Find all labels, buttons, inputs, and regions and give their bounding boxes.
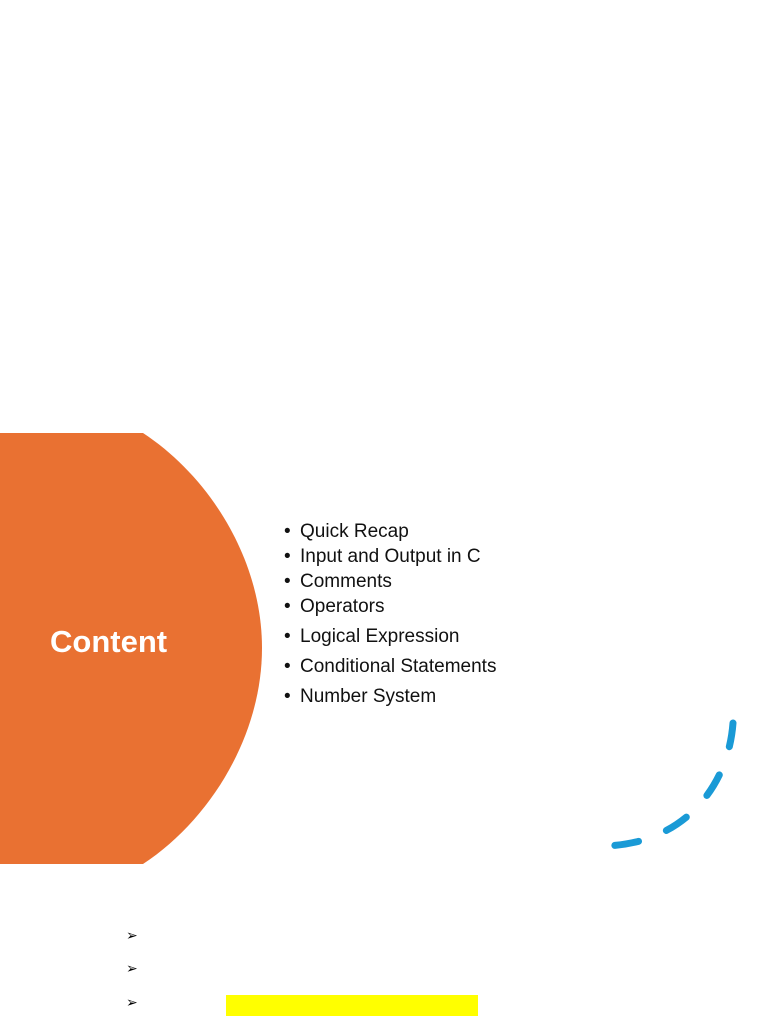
bullet-item-input-output: Input and Output in C — [284, 544, 496, 569]
arrow-bullet-icon: ➢ — [126, 961, 138, 977]
content-bullet-list: Quick Recap Input and Output in C Commen… — [284, 519, 496, 709]
blue-dashed-arc — [599, 719, 737, 850]
arrow-bullet-icon: ➢ — [126, 995, 138, 1011]
bullet-item-quick-recap: Quick Recap — [284, 519, 496, 544]
section-title: Content — [50, 624, 168, 659]
bullet-item-conditional-statements: Conditional Statements — [284, 654, 496, 679]
bullet-item-comments: Comments — [284, 569, 496, 594]
bullet-item-operators: Operators — [284, 594, 496, 619]
bullet-item-number-system: Number System — [284, 684, 496, 709]
bullet-item-logical-expression: Logical Expression — [284, 624, 496, 649]
yellow-highlight-bar — [226, 995, 478, 1016]
arrow-bullet-icon: ➢ — [126, 928, 138, 944]
orange-half-circle — [0, 433, 262, 864]
